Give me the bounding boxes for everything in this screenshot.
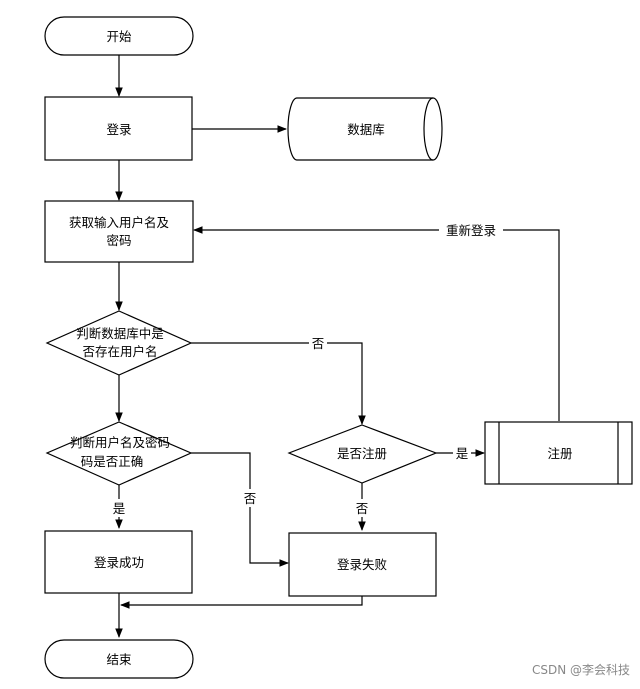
start-terminator	[44, 16, 194, 56]
edge-checkuser-isregistered	[191, 342, 366, 425]
login-fail-label: 登录失败	[337, 557, 388, 572]
register-node: 注册	[484, 421, 633, 485]
database-cylinder-end	[423, 97, 434, 161]
pwd-wrong-no-label: 否	[244, 491, 257, 506]
is-registered-node: 是否注册	[287, 424, 438, 484]
start-label: 开始	[106, 29, 132, 44]
edge-checkpwd-fail	[191, 452, 289, 567]
start-node: 开始	[44, 16, 194, 56]
edge-labels: 重新登录 否 是 否 是 否	[110, 221, 503, 517]
edge-register-input	[193, 226, 560, 421]
get-input-node: 获取输入用户名及 密码	[44, 200, 194, 263]
register-label: 注册	[547, 446, 572, 461]
edge-fail-merge	[120, 596, 363, 609]
is-registered-diamond	[287, 424, 438, 484]
register-box	[484, 421, 633, 485]
login-success-box	[44, 530, 193, 594]
get-input-label-line2: 密码	[106, 233, 131, 248]
check-user-label-line2: 否存在用户名	[82, 344, 157, 359]
end-node: 结束	[44, 639, 194, 679]
registered-yes-label: 是	[456, 446, 469, 461]
relogin-label: 重新登录	[446, 223, 496, 238]
registered-no-label: 否	[356, 501, 369, 516]
is-registered-label: 是否注册	[337, 446, 387, 461]
watermark-text: CSDN @李会科技	[532, 662, 630, 677]
get-input-label-line1: 获取输入用户名及	[69, 215, 170, 230]
login-success-node: 登录成功	[44, 530, 193, 594]
check-user-label-line1: 判断数据库中是	[76, 326, 164, 341]
login-success-label: 登录成功	[94, 555, 144, 570]
login-fail-node: 登录失败	[288, 532, 437, 597]
pwd-correct-yes-label: 是	[113, 501, 126, 516]
login-box	[44, 96, 193, 161]
check-pwd-node: 判断用户名及密码 码是否正确	[45, 421, 193, 486]
check-user-node: 判断数据库中是 否存在用户名	[45, 310, 193, 376]
database-node: 数据库	[287, 97, 443, 161]
check-pwd-label-line2: 码是否正确	[81, 454, 144, 469]
check-pwd-diamond	[45, 421, 193, 486]
login-node: 登录	[44, 96, 193, 161]
login-fail-box	[288, 532, 437, 597]
database-label: 数据库	[347, 122, 385, 137]
login-label: 登录	[106, 122, 131, 137]
end-terminator	[44, 639, 194, 679]
check-pwd-label-line1: 判断用户名及密码	[70, 435, 170, 450]
user-not-exist-no-label: 否	[312, 336, 325, 351]
get-input-box	[44, 200, 194, 263]
check-user-diamond	[45, 310, 193, 376]
connectors	[115, 55, 560, 638]
end-label: 结束	[106, 652, 132, 667]
